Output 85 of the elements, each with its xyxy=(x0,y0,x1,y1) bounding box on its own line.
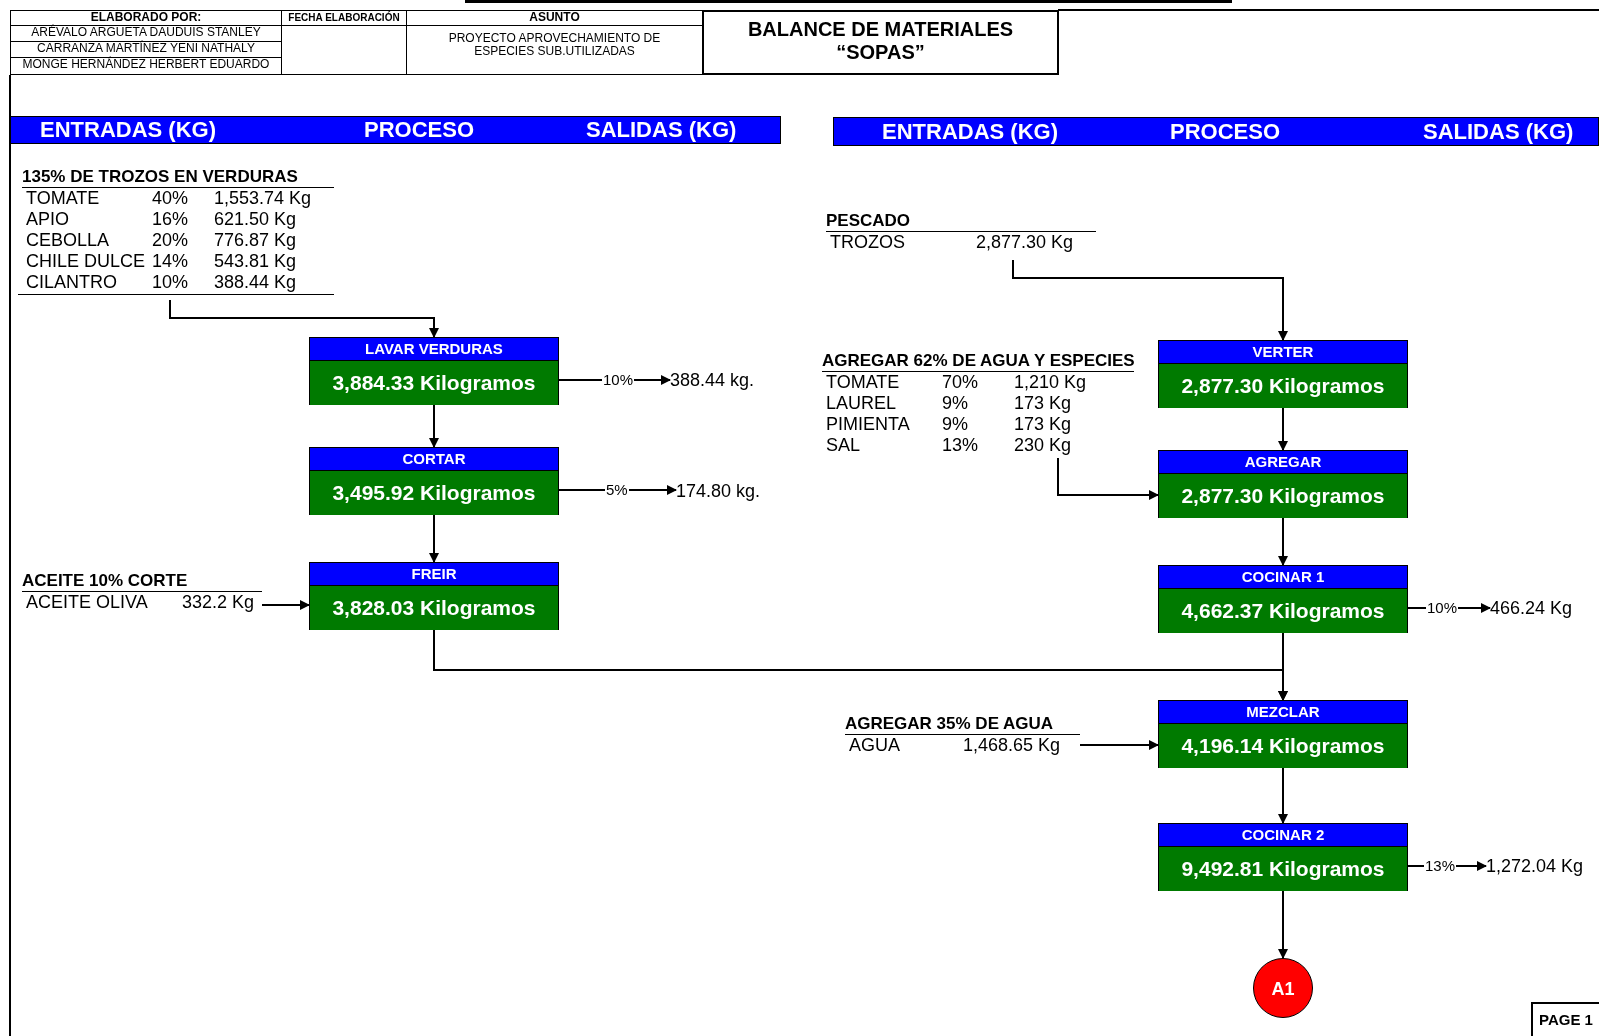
arrow xyxy=(1057,457,1159,500)
column-title: PROCESO xyxy=(1170,118,1282,146)
percentage: 10% xyxy=(152,272,190,293)
edge-label: 10% xyxy=(602,372,635,388)
ingredient-name: TOMATE xyxy=(825,372,901,393)
process-box xyxy=(1158,823,1408,891)
process-box xyxy=(1158,565,1408,633)
step-header: LAVAR VERDURAS xyxy=(310,338,558,361)
mass-value: 621.50 Kg xyxy=(214,209,298,230)
process-box xyxy=(1158,340,1408,408)
mass-value: 173 Kg xyxy=(1014,414,1073,435)
percentage: 16% xyxy=(152,209,190,230)
edge-label: 10% xyxy=(1426,600,1459,616)
section-heading: 135% DE TROZOS EN VERDURAS xyxy=(22,166,334,188)
ingredient-name: AGUA xyxy=(848,735,901,756)
arrow xyxy=(429,514,439,563)
ingredient-name: SAL xyxy=(825,435,862,456)
section-heading: ACEITE 10% CORTE xyxy=(22,570,262,592)
step-header: MEZCLAR xyxy=(1159,701,1407,724)
column-title: ENTRADAS (KG) xyxy=(882,118,1059,146)
percentage: 14% xyxy=(152,251,190,272)
column-title: SALIDAS (KG) xyxy=(586,116,738,144)
column-header: ELABORADO POR: xyxy=(10,10,282,26)
percentage: 70% xyxy=(942,372,980,393)
ingredient-name: TROZOS xyxy=(829,232,906,253)
step-header: FREIR xyxy=(310,563,558,586)
connector-circle: A1 xyxy=(1253,958,1313,1018)
mass-value: 230 Kg xyxy=(1014,435,1073,456)
percentage: 40% xyxy=(152,188,190,209)
mass-value: 1,210 Kg xyxy=(1014,372,1088,393)
section-heading: AGREGAR 62% DE AGUA Y ESPECIES xyxy=(822,350,1134,372)
mass-value: 332.2 Kg xyxy=(182,592,256,613)
section-heading: PESCADO xyxy=(826,210,1096,232)
ingredient-name: CILANTRO xyxy=(25,272,118,293)
page-label: PAGE 1 xyxy=(1531,1002,1599,1036)
mass-value: 173 Kg xyxy=(1014,393,1073,414)
edge-label: 13% xyxy=(1424,858,1457,874)
percentage: 20% xyxy=(152,230,190,251)
step-header: COCINAR 1 xyxy=(1159,566,1407,589)
process-box xyxy=(1158,700,1408,768)
ingredient-name: CEBOLLA xyxy=(25,230,111,251)
column-title: SALIDAS (KG) xyxy=(1423,118,1575,146)
ingredient-name: CHILE DULCE xyxy=(25,251,147,272)
arrow xyxy=(1012,259,1288,341)
ingredient-name: LAUREL xyxy=(825,393,898,414)
step-header: COCINAR 2 xyxy=(1159,824,1407,847)
process-box xyxy=(1158,450,1408,518)
mass-value: 543.81 Kg xyxy=(214,251,298,272)
ingredient-name: TOMATE xyxy=(25,188,101,209)
output-mass: 388.44 kg. xyxy=(670,368,780,392)
mass-value: 388.44 Kg xyxy=(214,272,298,293)
process-box xyxy=(309,337,559,405)
author-name: MONGE HERNÁNDEZ HERBERT EDUARDO xyxy=(10,57,282,75)
percentage: 9% xyxy=(942,393,969,414)
percentage: 9% xyxy=(942,414,969,435)
arrow xyxy=(169,299,439,338)
process-box xyxy=(309,562,559,630)
percentage: 13% xyxy=(942,435,980,456)
arrow xyxy=(1278,890,1288,959)
ingredient-name: ACEITE OLIVA xyxy=(25,592,149,613)
mass-value: 776.87 Kg xyxy=(214,230,298,251)
step-header: VERTER xyxy=(1159,341,1407,364)
arrow xyxy=(261,600,310,610)
step-header: AGREGAR xyxy=(1159,451,1407,474)
mass-value: 1,468.65 Kg xyxy=(963,735,1062,756)
diagram-title: BALANCE DE MATERIALES “SOPAS” xyxy=(746,18,1015,64)
arrow xyxy=(429,404,439,448)
output-mass: 174.80 kg. xyxy=(676,479,786,503)
ingredient-name: PIMIENTA xyxy=(825,414,911,435)
process-box xyxy=(309,447,559,515)
section-heading: AGREGAR 35% DE AGUA xyxy=(845,713,1080,735)
mass-value: 2,877.30 Kg xyxy=(976,232,1075,253)
arrow xyxy=(1278,407,1288,451)
column-title: ENTRADAS (KG) xyxy=(40,116,217,144)
step-header: CORTAR xyxy=(310,448,558,471)
column-title: PROCESO xyxy=(364,116,476,144)
ingredient-name: APIO xyxy=(25,209,70,230)
edge-label: 5% xyxy=(605,482,629,498)
arrow xyxy=(1079,740,1159,750)
output-mass: 1,272.04 Kg xyxy=(1486,854,1598,878)
arrow xyxy=(1278,767,1288,824)
mass-value: 1,553.74 Kg xyxy=(214,188,313,209)
arrow xyxy=(1278,517,1288,566)
arrow xyxy=(1278,632,1288,701)
output-mass: 466.24 Kg xyxy=(1490,596,1598,620)
